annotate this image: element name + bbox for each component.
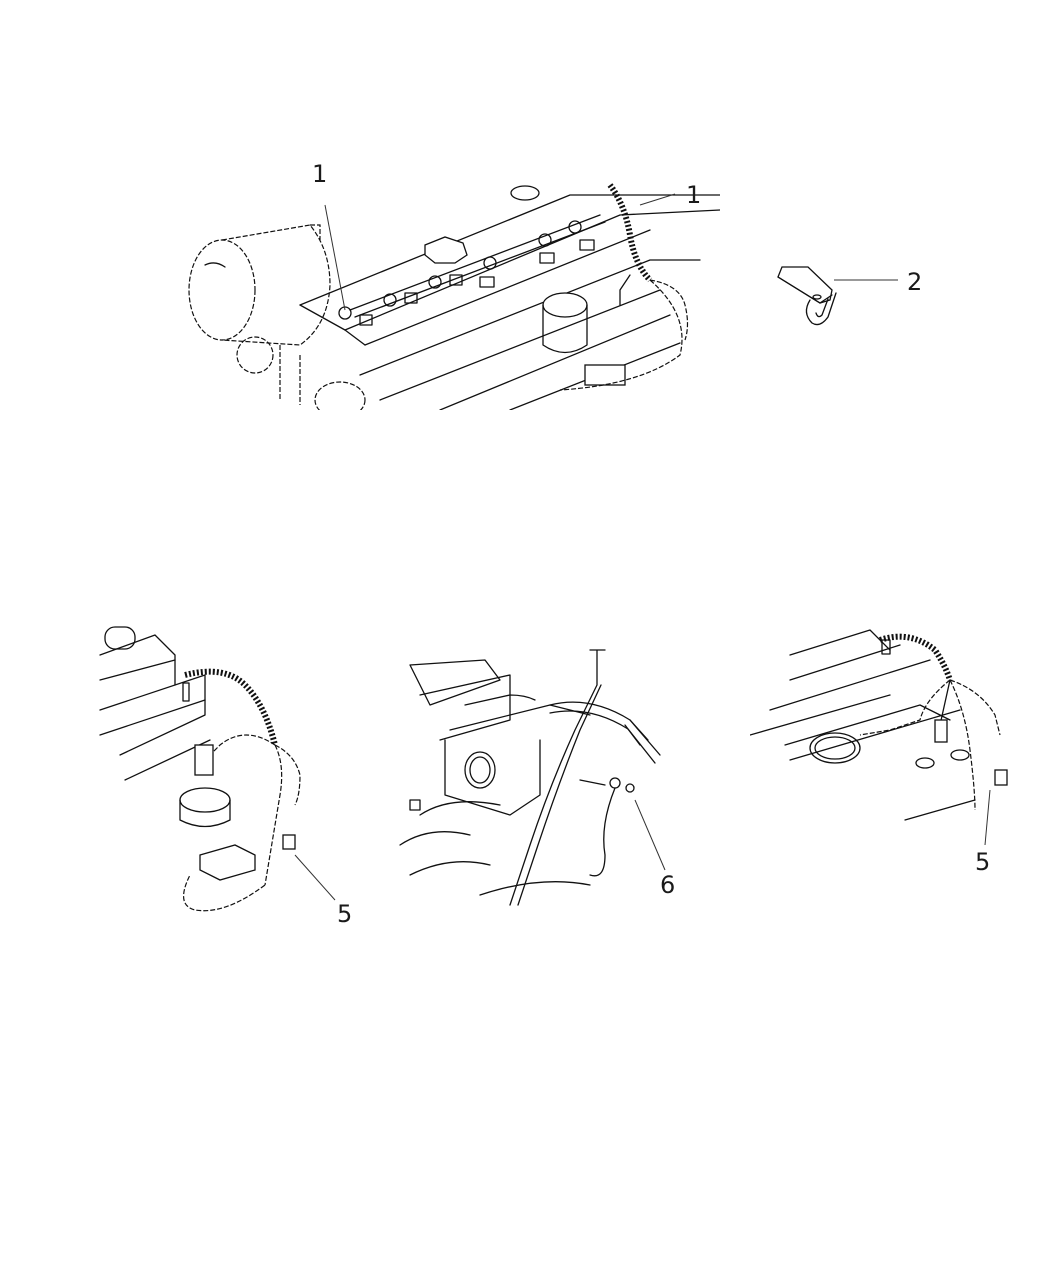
callout-6: 6 — [660, 871, 676, 899]
bottom-right-view — [750, 629, 1008, 846]
callout-2: 2 — [907, 268, 923, 296]
bracket-detail — [777, 266, 898, 326]
callout-1-left: 1 — [312, 160, 328, 188]
callout-1-right: 1 — [686, 181, 702, 209]
bottom-left-view — [99, 626, 336, 912]
callout-5-left: 5 — [337, 900, 353, 928]
bottom-center-view — [399, 649, 666, 906]
callout-5-right: 5 — [975, 848, 991, 876]
engine-top-view — [188, 183, 720, 410]
